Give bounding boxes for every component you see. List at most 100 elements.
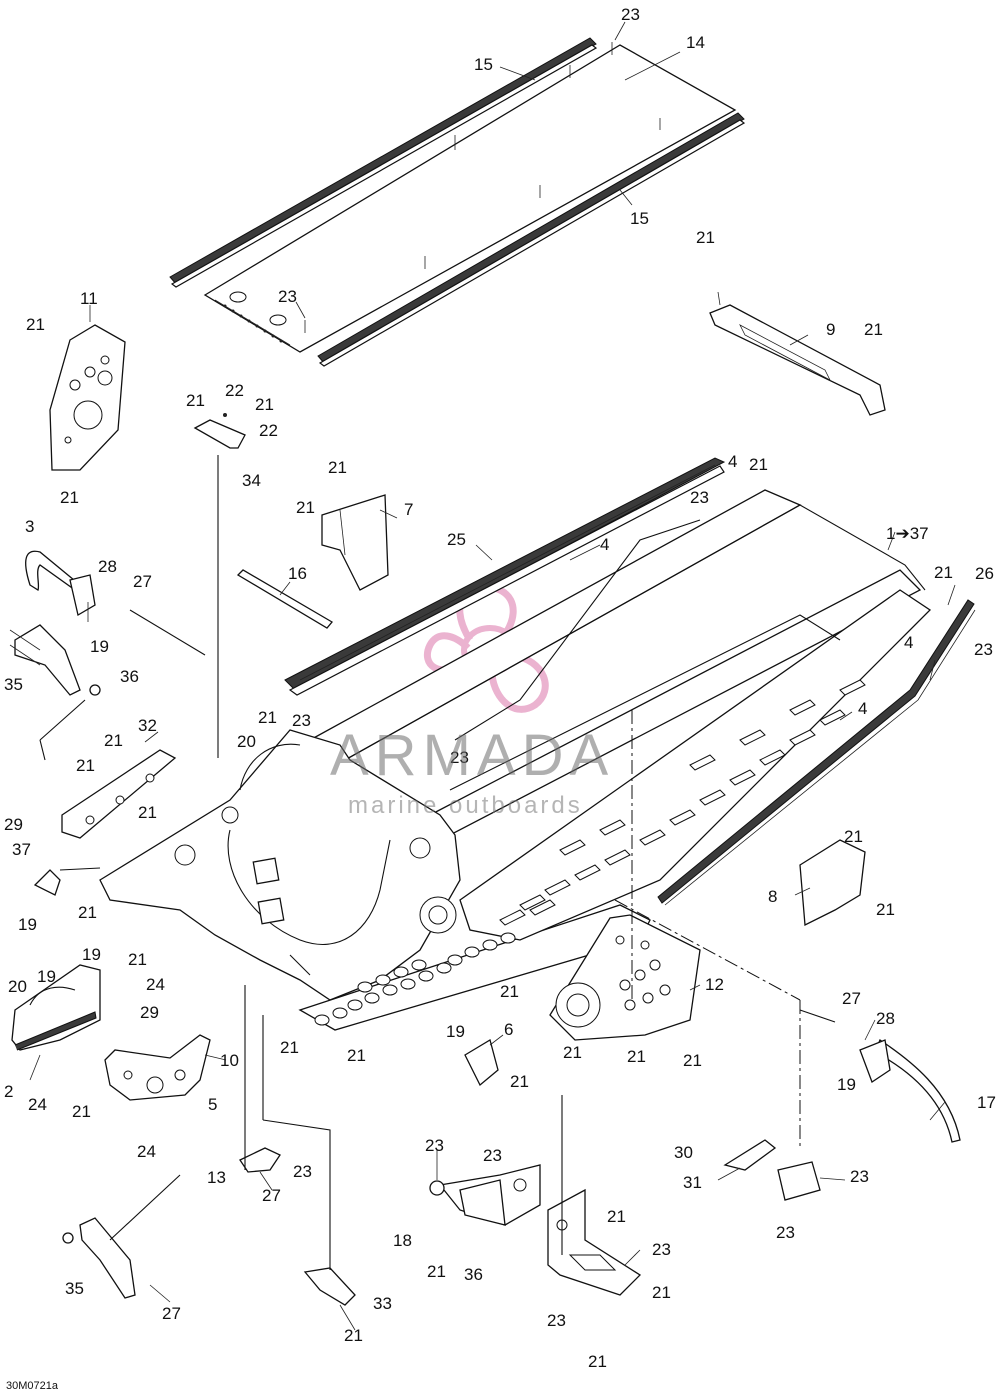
callout: 21 bbox=[652, 1283, 671, 1302]
bracket-35-36-lower bbox=[62, 1217, 171, 1303]
callout: 19 bbox=[37, 967, 56, 986]
callout: 32 bbox=[138, 716, 157, 735]
callout: 21 bbox=[344, 1326, 363, 1345]
callout: 21 bbox=[72, 1102, 91, 1121]
callout: 23 bbox=[547, 1311, 566, 1330]
handle-5 bbox=[859, 1039, 961, 1143]
callout: 21 bbox=[934, 563, 953, 582]
callout: 23 bbox=[425, 1136, 444, 1155]
reference-code: 30M0721a bbox=[6, 1380, 58, 1392]
watermark-subtitle: marine outboards bbox=[348, 792, 583, 819]
callout: 23 bbox=[621, 5, 640, 24]
callout: 4 bbox=[600, 535, 609, 554]
bracket-17 bbox=[429, 1164, 541, 1226]
bracket-8 bbox=[799, 839, 866, 927]
callout: 21 bbox=[844, 827, 863, 846]
callout: 18 bbox=[393, 1231, 412, 1250]
bracket-2 bbox=[11, 964, 101, 1051]
callout: 23 bbox=[690, 488, 709, 507]
callout: 36 bbox=[120, 667, 139, 686]
callout: 21 bbox=[607, 1207, 626, 1226]
callout: 23 bbox=[652, 1240, 671, 1259]
callout-labels: 23 14 15 15 23 11 21 21 21 9 21 21 22 21… bbox=[4, 5, 996, 1371]
callout: 21 bbox=[627, 1047, 646, 1066]
callout: 22 bbox=[259, 421, 278, 440]
callout: 21 bbox=[296, 498, 315, 517]
callout: 21 bbox=[60, 488, 79, 507]
trim-strip-15-upper bbox=[169, 37, 598, 288]
handle-3 bbox=[25, 550, 96, 617]
callout: 19 bbox=[90, 637, 109, 656]
callout: 21 bbox=[588, 1352, 607, 1371]
bracket-30 bbox=[723, 1139, 777, 1171]
callout: 12 bbox=[705, 975, 724, 994]
tunnel-chassis bbox=[99, 489, 932, 1031]
callout: 21 bbox=[128, 950, 147, 969]
callout: 21 bbox=[510, 1072, 529, 1091]
callout: 21 bbox=[78, 903, 97, 922]
callout: 35 bbox=[65, 1279, 84, 1298]
callout: 8 bbox=[768, 887, 777, 906]
footrest-holes bbox=[314, 932, 516, 1026]
callout: 4 bbox=[904, 633, 913, 652]
callout: 23 bbox=[278, 287, 297, 306]
assembly-lines bbox=[39, 455, 836, 1270]
callout: 10 bbox=[220, 1051, 239, 1070]
callout: 14 bbox=[686, 33, 705, 52]
callout: 2 bbox=[4, 1082, 13, 1101]
callout: 35 bbox=[4, 675, 23, 694]
callout: 4 bbox=[858, 699, 867, 718]
callout: 20 bbox=[237, 732, 256, 751]
bracket-13 bbox=[239, 1147, 281, 1173]
callout: 24 bbox=[146, 975, 165, 994]
callout: 21 bbox=[138, 803, 157, 822]
rail-26 bbox=[657, 599, 976, 906]
callout: 21 bbox=[683, 1051, 702, 1070]
callout: 23 bbox=[292, 711, 311, 730]
callout: 21 bbox=[876, 900, 895, 919]
callout: 16 bbox=[288, 564, 307, 583]
callout: 21 bbox=[864, 320, 883, 339]
callout: 23 bbox=[293, 1162, 312, 1181]
callout: 36 bbox=[464, 1265, 483, 1284]
callout: 21 bbox=[347, 1046, 366, 1065]
callout: 21 bbox=[696, 228, 715, 247]
callout: 17 bbox=[977, 1093, 996, 1112]
callout: 27 bbox=[842, 989, 861, 1008]
bracket-9 bbox=[709, 304, 886, 416]
callout: 23 bbox=[776, 1223, 795, 1242]
bracket-11 bbox=[49, 324, 126, 471]
callout: 21 bbox=[186, 391, 205, 410]
callout: 15 bbox=[630, 209, 649, 228]
callout: 33 bbox=[373, 1294, 392, 1313]
callout: 15 bbox=[474, 55, 493, 74]
callout: 6 bbox=[504, 1020, 513, 1039]
callout: 4 bbox=[728, 452, 737, 471]
callout: 21 bbox=[104, 731, 123, 750]
callout: 21 bbox=[328, 458, 347, 477]
footrest-slots bbox=[499, 679, 866, 926]
callout: 7 bbox=[404, 500, 413, 519]
callout: 9 bbox=[826, 320, 835, 339]
callout: 21 bbox=[563, 1043, 582, 1062]
rail-25 bbox=[284, 457, 726, 696]
callout: 27 bbox=[262, 1186, 281, 1205]
callout: 21 bbox=[255, 395, 274, 414]
trim-strip-15-lower bbox=[317, 112, 746, 367]
callout: 21 bbox=[280, 1038, 299, 1057]
clip-34 bbox=[193, 413, 246, 449]
leader-lines bbox=[29, 21, 956, 1331]
callout: 27 bbox=[133, 572, 152, 591]
callout: 28 bbox=[876, 1009, 895, 1028]
callout: 22 bbox=[225, 381, 244, 400]
plate-12 bbox=[549, 914, 701, 1041]
callout: 29 bbox=[4, 815, 23, 834]
callout: 19 bbox=[18, 915, 37, 934]
callout: 13 bbox=[207, 1168, 226, 1187]
callout: 23 bbox=[974, 640, 993, 659]
bracket-35-36-upper bbox=[9, 624, 101, 696]
callout: 5 bbox=[208, 1095, 217, 1114]
plate-7 bbox=[321, 494, 389, 591]
callout: 11 bbox=[80, 289, 98, 308]
callout: 19 bbox=[837, 1075, 856, 1094]
